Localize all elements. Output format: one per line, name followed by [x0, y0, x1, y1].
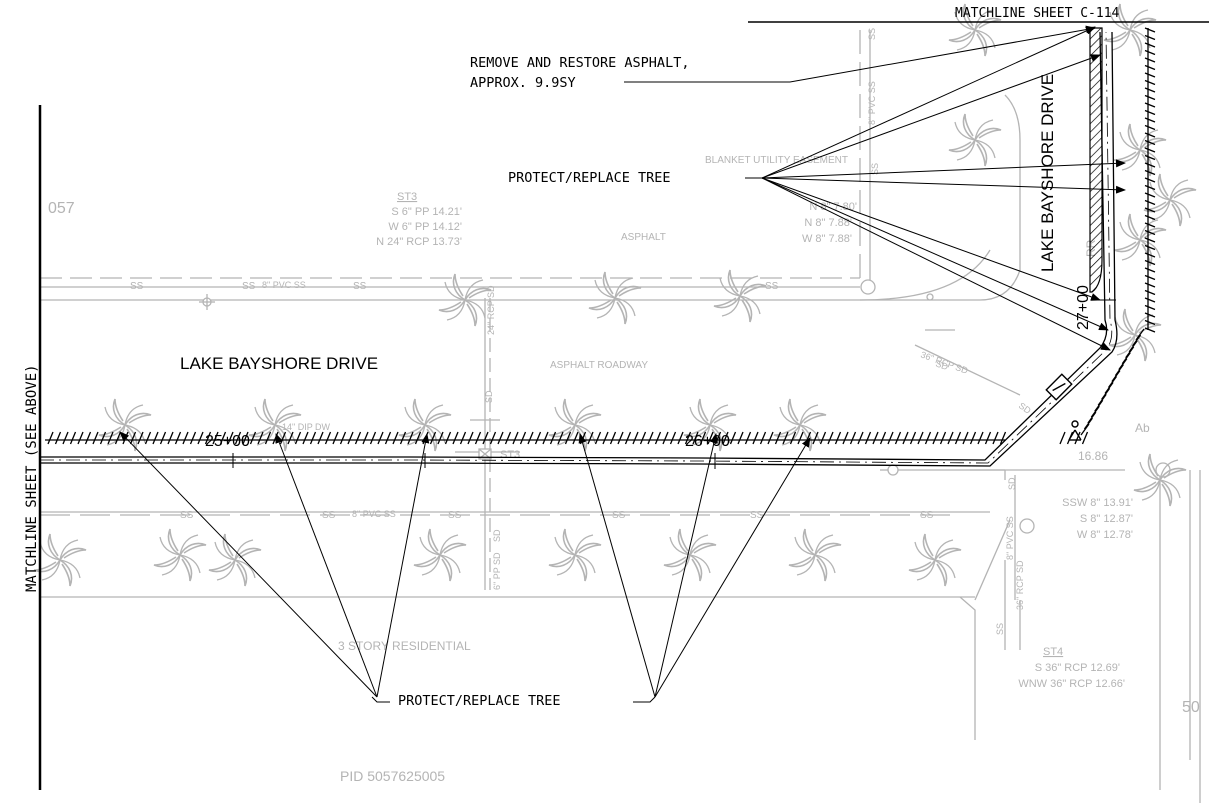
- nr-line-1: N 8" 7.80': [809, 201, 857, 213]
- matchline-top-label: MATCHLINE SHEET C-114: [955, 6, 1120, 21]
- ss-label: SS: [765, 281, 779, 292]
- nr-line-2: N 8" 7.88': [804, 217, 852, 229]
- st3-line-1: S 6" PP 14.21': [391, 206, 462, 218]
- ss-label: SS: [750, 510, 764, 521]
- station-labels: 25+00 26+00 27+00: [205, 285, 1092, 450]
- station-27: 27+00: [1075, 285, 1092, 330]
- station-26: 26+00: [685, 433, 730, 450]
- curb-hatch: [45, 431, 1007, 445]
- st4-title: ST4: [1043, 646, 1063, 658]
- ssw-line-1: SSW 8" 13.91': [1062, 497, 1133, 509]
- easement-label: BLANKET UTILITY EASEMENT: [705, 155, 848, 166]
- station-25: 25+00: [205, 433, 250, 450]
- sd-label: SD: [934, 358, 950, 372]
- ssw-line-3: W 8" 12.78': [1077, 529, 1133, 541]
- st3-title: ST3: [397, 191, 417, 203]
- utility-labels: SS SS 8" PVC SS SS SS SS SS 8" PVC SS SS…: [130, 28, 1150, 635]
- ss-label: SS: [322, 510, 336, 521]
- ss-label: SS: [867, 28, 877, 40]
- callout-tree-bottom: PROTECT/REPLACE TREE: [398, 693, 561, 709]
- sd-label: SD: [484, 390, 494, 403]
- structure-annotations: ST3 S 6" PP 14.21' W 6" PP 14.12' N 24" …: [48, 155, 1200, 784]
- nr-line-3: W 8" 7.88': [802, 233, 852, 245]
- ss-label: SS: [180, 510, 194, 521]
- pipe-8pvc-label: 8" PVC SS: [867, 81, 877, 125]
- ss-label: SS: [995, 623, 1005, 635]
- st4-line-1: S 36" RCP 12.69': [1035, 662, 1120, 674]
- asphalt-roadway-label: ASPHALT ROADWAY: [550, 360, 648, 371]
- ss-label: SS: [130, 281, 144, 292]
- sd-label: SD: [492, 529, 502, 542]
- pipe-alignment: [40, 31, 1118, 467]
- leader-lines: [119, 25, 1126, 703]
- elevation-label: 16.86: [1078, 449, 1108, 463]
- pipe-36rcp-label: 36" RCP SD: [1015, 560, 1025, 610]
- right-curb-hatch: [1059, 27, 1156, 445]
- asphalt-restoration-area: [1089, 27, 1103, 293]
- ss-label: SS: [870, 163, 880, 175]
- st3-label: ST3: [500, 449, 520, 461]
- parcel-right-label: 50: [1182, 699, 1200, 716]
- callout-asphalt: REMOVE AND RESTORE ASPHALT, APPROX. 9.9S…: [470, 55, 689, 91]
- building-label: 3 STORY RESIDENTIAL: [338, 639, 471, 653]
- pipe-8pvc-label: 8" PVC SS: [1005, 516, 1015, 560]
- callout-asphalt-line-2: APPROX. 9.9SY: [470, 75, 576, 91]
- ss-label: SS: [448, 510, 462, 521]
- pipe-fittings: [1045, 373, 1082, 441]
- pipe-8pvc-label: 8" PVC SS: [262, 280, 306, 290]
- ss-label: SS: [612, 510, 626, 521]
- ss-label: SS: [353, 281, 367, 292]
- abbrev-label: Ab: [1135, 421, 1150, 435]
- tree-symbols: [33, 3, 1197, 587]
- pipe-6pp-label: 6" PP SD: [492, 552, 502, 590]
- station-ticks: [232, 299, 1116, 469]
- road-label-main: LAKE BAYSHORE DRIVE: [180, 354, 378, 373]
- ss-label: SS: [242, 281, 256, 292]
- callout-asphalt-line-1: REMOVE AND RESTORE ASPHALT,: [470, 55, 689, 71]
- ss-label: SS: [920, 510, 934, 521]
- sd-label: SD: [1007, 477, 1017, 490]
- st4-line-2: WNW 36" RCP 12.66': [1018, 678, 1125, 690]
- pipe-8pvc-label: 8" PVC SS: [352, 509, 396, 519]
- ssw-line-2: S 8" 12.87': [1080, 513, 1133, 525]
- asphalt-label: ASPHALT: [621, 232, 666, 243]
- parcel-left-label: 057: [48, 200, 75, 217]
- matchline-left-label: MATCHLINE SHEET (SEE ABOVE): [24, 364, 40, 592]
- st3-line-2: W 6" PP 14.12': [388, 221, 462, 233]
- pipe-14dip-label: 14" DIP DW: [282, 422, 331, 432]
- pid-label: PID 5057625005: [340, 768, 445, 784]
- callout-tree-top: PROTECT/REPLACE TREE: [508, 170, 671, 186]
- background-linework: [39, 30, 1201, 803]
- pipe-24rcp-label: 24" RCP SD: [486, 285, 496, 335]
- sd-label: SD: [1017, 400, 1033, 416]
- st3-line-3: N 24" RCP 13.73': [376, 236, 462, 248]
- road-label-vertical: LAKE BAYSHORE DRIVE: [1038, 74, 1057, 272]
